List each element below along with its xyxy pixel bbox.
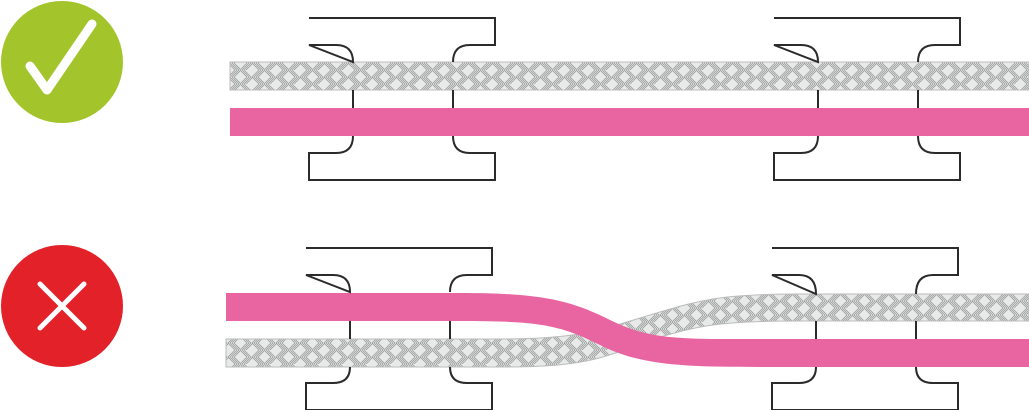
pink-cable: [230, 108, 1029, 136]
cable-clip-left: [308, 17, 496, 181]
correct-row: [1, 1, 1029, 181]
braided-cable: [229, 61, 1029, 91]
cable-clip-right: [773, 17, 961, 181]
incorrect-row: [1, 245, 1029, 410]
pink-cable: [226, 293, 1029, 367]
cable-clip-left: [305, 247, 493, 410]
cable-clip-right: [771, 247, 959, 410]
check-icon: [1, 1, 123, 123]
cross-icon: [1, 245, 123, 367]
